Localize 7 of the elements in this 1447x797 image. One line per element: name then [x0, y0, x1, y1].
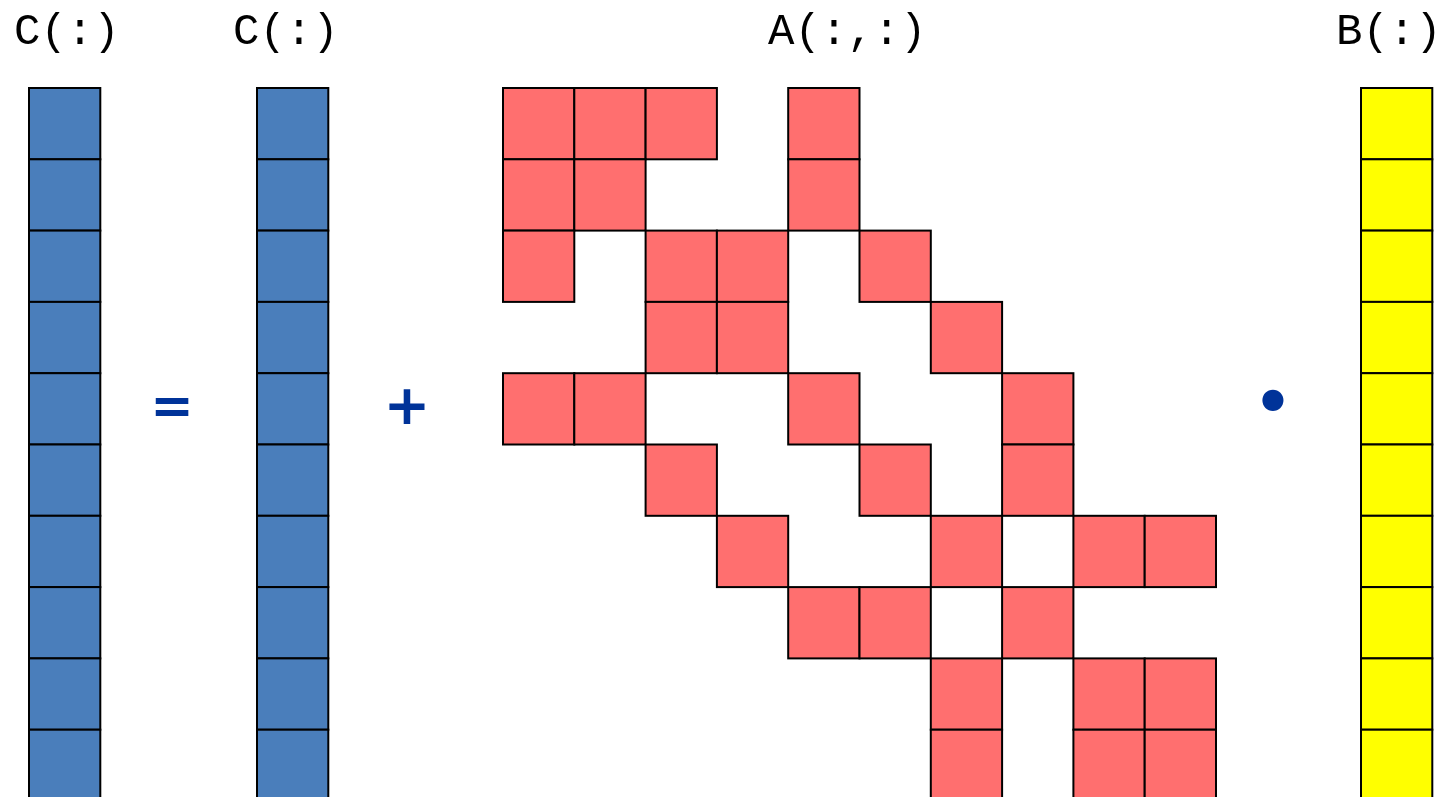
vector-label: C(:): [233, 10, 339, 54]
multiplication-dot: •: [1253, 372, 1293, 432]
matrix-label: A(:,:): [768, 10, 927, 54]
vector-label: C(:): [14, 10, 120, 54]
equals-sign: =: [150, 379, 194, 431]
vector-label: B(:): [1336, 10, 1442, 54]
plus-sign: +: [383, 377, 431, 433]
